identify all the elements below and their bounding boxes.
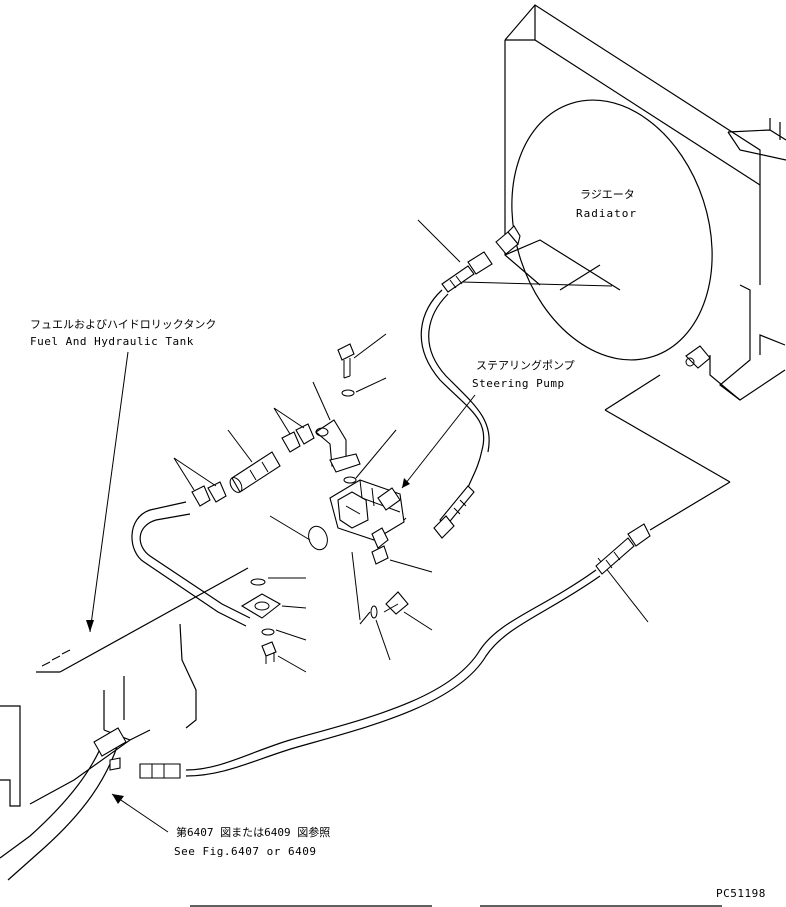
callout-leaders bbox=[268, 333, 649, 673]
steering-pump bbox=[329, 479, 405, 549]
fuel-tank-label-en: Fuel And Hydraulic Tank bbox=[30, 335, 194, 348]
figure-code: PC51198 bbox=[716, 887, 766, 900]
see-fig-label-en: See Fig.6407 or 6409 bbox=[174, 845, 316, 858]
radiator-assembly bbox=[495, 4, 786, 483]
fuel-tank-label-jp: フュエルおよびハイドロリックタンク bbox=[30, 318, 216, 331]
steering-pump-label-jp: ステアリングポンプ bbox=[476, 358, 575, 372]
upper-hose bbox=[417, 219, 613, 539]
fuel-hydraulic-tank bbox=[0, 567, 249, 881]
see-fig-label-jp: 第6407 図または6409 図参照 bbox=[176, 825, 330, 839]
lower-hose bbox=[139, 481, 731, 779]
steering-pump-label-en: Steering Pump bbox=[472, 377, 565, 390]
pump-small-parts bbox=[308, 343, 409, 625]
radiator-label-jp: ラジエータ bbox=[580, 188, 635, 201]
radiator-label-en: Radiator bbox=[576, 207, 637, 220]
suction-hose-parts bbox=[131, 381, 331, 664]
